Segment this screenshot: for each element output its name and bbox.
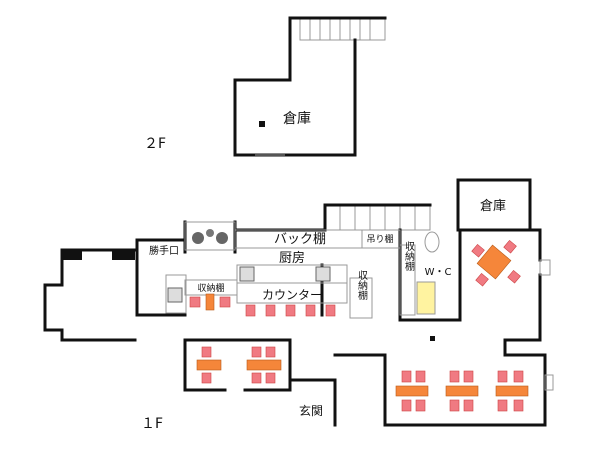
room-label-2f-storage: 倉庫 xyxy=(283,110,311,127)
label-wc: W・C xyxy=(425,267,452,278)
label-back-door: 勝手口 xyxy=(149,244,179,257)
floor-label-2f: ２F xyxy=(144,136,166,152)
label-hanging-shelf: 吊り棚 xyxy=(366,233,393,245)
stairs-1f xyxy=(324,204,431,231)
label-back-shelf: バック棚 xyxy=(274,232,326,247)
label-storage-shelf-center: 収納棚 xyxy=(356,270,368,301)
label-kitchen: 厨房 xyxy=(279,250,305,266)
stairs-2f xyxy=(299,17,386,41)
label-storage-1f: 倉庫 xyxy=(480,199,506,214)
label-storage-shelf-small: 収納棚 xyxy=(197,282,224,294)
floor-label-1f: １F xyxy=(141,416,163,432)
label-storage-shelf-right: 収納棚 xyxy=(403,241,415,272)
furniture xyxy=(189,239,529,412)
first-floor: 勝手口 バック棚 吊り棚 厨房 収納棚 カウンター 収納棚 収納棚 W・C 倉庫… xyxy=(43,178,554,432)
second-floor: 倉庫 ２F xyxy=(144,16,387,157)
label-counter: カウンター xyxy=(262,288,322,302)
pillar xyxy=(259,121,265,127)
label-entrance: 玄関 xyxy=(299,403,323,418)
